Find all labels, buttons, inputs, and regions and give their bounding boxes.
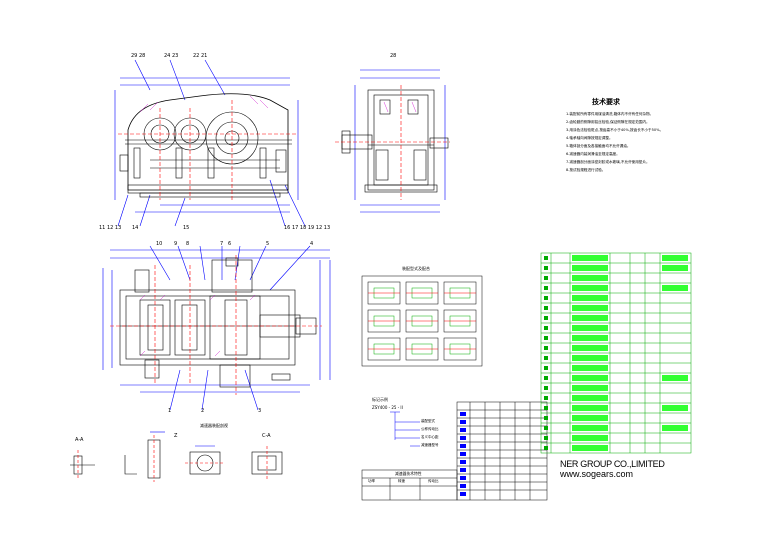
view-label-aa: A-A	[75, 437, 84, 443]
tech-requirements-title: 技术要求	[592, 98, 620, 106]
callout-28: 28	[390, 53, 397, 59]
assembly-table-title: 装配型式及配合	[402, 266, 430, 271]
callout-14: 14	[132, 225, 139, 231]
parameter-table	[361, 401, 548, 501]
section-title: 减速器装配剖视	[200, 423, 228, 428]
tech-note-7: 7.减速器剖分面涂密封胶或水玻璃,不允许使用垫片。	[566, 160, 650, 164]
tech-note-2: 2.齿轮副的侧隙用铅丝检验,保证侧隙在规定范围内。	[566, 120, 650, 124]
callout-9: 9	[174, 241, 178, 247]
tech-note-6: 6.减速器内装润滑油至规定高度。	[566, 152, 620, 156]
callout-2: 2	[201, 408, 205, 414]
callout-29-28: 29 28	[131, 53, 146, 59]
model-code-diagram	[390, 411, 420, 447]
model-code: ZSY400 - 25 - II	[372, 405, 403, 410]
model-label-4: 减速器型号	[421, 443, 439, 447]
model-label-1: 装配型式	[421, 419, 435, 423]
title-block-col-1: 功率	[368, 479, 375, 483]
callout-22-21: 22 21	[193, 53, 208, 59]
detail-views	[70, 431, 283, 482]
side-view	[335, 69, 450, 213]
view-label-ca: C-A	[262, 433, 271, 439]
title-block-col-2: 转速	[398, 479, 405, 483]
company-website: www.sogears.com	[560, 469, 634, 479]
assembly-grid	[361, 275, 483, 367]
plan-view	[102, 245, 331, 411]
title-block-col-3: 传动比	[428, 479, 439, 483]
callout-15: 15	[183, 225, 190, 231]
callout-10: 10	[156, 241, 163, 247]
callout-16-19: 16 17 18 19 12 13	[284, 225, 331, 231]
model-label-3: 名义中心距	[421, 435, 439, 439]
callout-5: 5	[266, 241, 270, 247]
tech-note-5: 5.箱体剖分面及各接触面均不允许漏油。	[566, 144, 631, 148]
model-code-title: 标记示例	[372, 397, 388, 402]
front-view	[114, 59, 306, 227]
callout-3: 3	[258, 408, 262, 414]
callout-8: 8	[186, 241, 190, 247]
callout-24-23: 24 23	[164, 53, 179, 59]
tech-note-4: 4.轴承轴向间隙按规定调整。	[566, 136, 613, 140]
callout-6: 6	[228, 241, 232, 247]
tech-note-3: 3.用涂色法检验斑点,按齿高不小于40%,按齿长不小于50%。	[566, 128, 664, 132]
callout-11-12-13: 11 12 13	[99, 225, 122, 231]
tech-note-8: 8.按试验规程进行试验。	[566, 168, 606, 172]
parts-list	[540, 252, 692, 454]
title-block-header: 减速器技术特性	[395, 471, 422, 476]
model-label-2: 公称传动比	[421, 427, 439, 431]
tech-note-1: 1.装配前所有零件用煤油清洗,箱体内不许有任何杂物。	[566, 112, 654, 116]
callout-4: 4	[310, 241, 314, 247]
company-name: NER GROUP CO.,LIMITED	[560, 459, 665, 469]
view-label-z: Z	[174, 433, 178, 439]
callout-1: 1	[168, 408, 172, 414]
callout-7: 7	[220, 241, 224, 247]
